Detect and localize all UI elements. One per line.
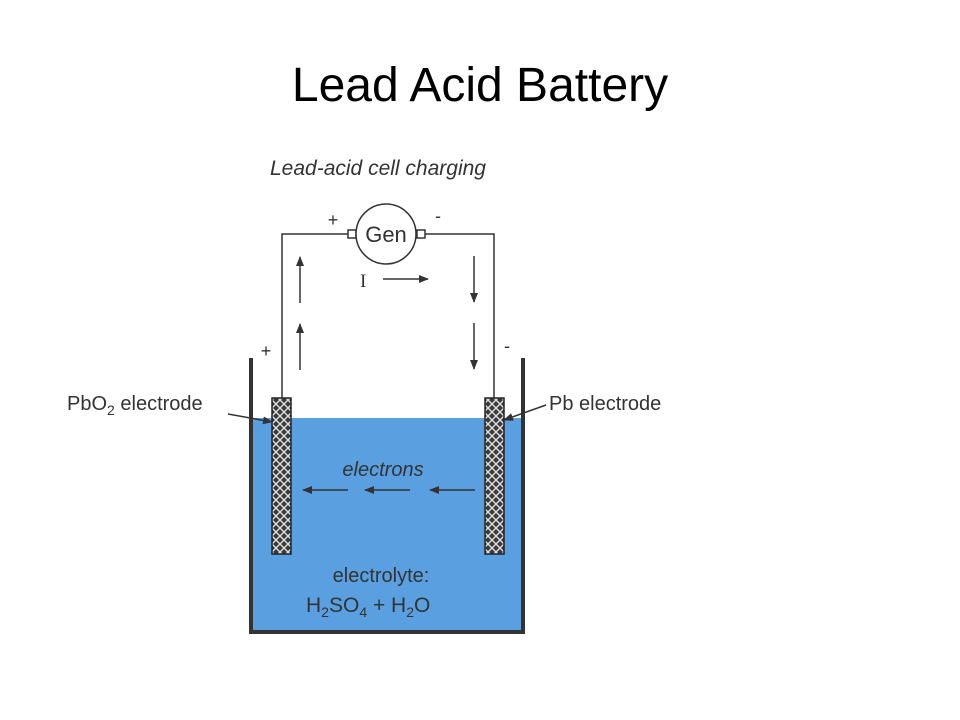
electrolyte-label: electrolyte:: [333, 565, 430, 587]
pb-electrode: [484, 397, 505, 555]
left-terminal-sign: +: [261, 341, 272, 361]
electrolyte-fill: [251, 418, 523, 630]
electrons-label: electrons: [342, 459, 423, 481]
electrolyte-formula: H2SO4 + H2O: [306, 594, 430, 620]
slide-title: Lead Acid Battery: [291, 59, 669, 112]
generator-label: Gen: [365, 222, 407, 247]
diagram-caption: Lead-acid cell charging: [270, 157, 486, 180]
wire-left: [281, 233, 348, 398]
right-terminal-sign: -: [504, 336, 510, 356]
generator-plus-sign: +: [328, 210, 339, 230]
wire-right: [425, 233, 495, 398]
beaker-container: [249, 358, 525, 634]
pb-electrode-label: Pb electrode: [549, 393, 661, 415]
generator-minus-sign: -: [435, 206, 441, 226]
generator-terminal-left: [347, 229, 357, 239]
pbo2-electrode-label: PbO2 electrode: [67, 393, 203, 418]
current-label: I: [360, 271, 366, 292]
pbo2-electrode-pointer: [227, 413, 273, 425]
generator-symbol: [355, 203, 417, 265]
pb-electrode-pointer: [503, 404, 547, 421]
pbo2-electrode: [271, 397, 292, 555]
generator-terminal-right: [416, 229, 426, 239]
